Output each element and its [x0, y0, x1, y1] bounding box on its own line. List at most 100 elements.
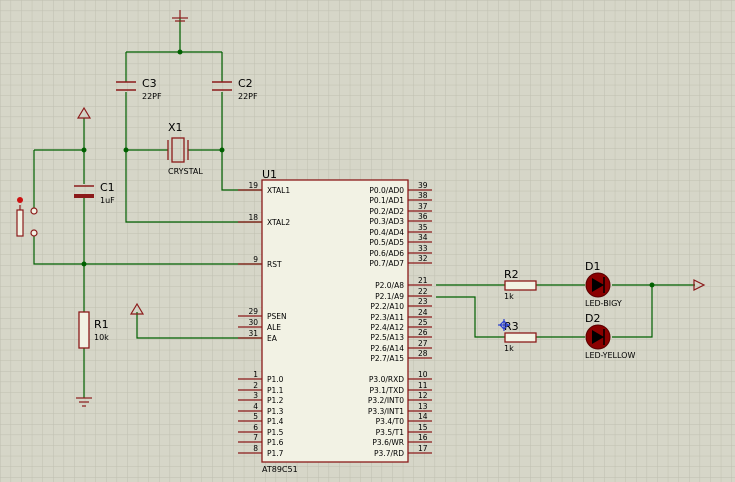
led-d1[interactable] [585, 272, 611, 298]
pin-number: 3 [253, 391, 258, 400]
ic-pin-p1-5[interactable]: 6P1.5 [238, 423, 284, 437]
capacitor-c3[interactable] [116, 81, 136, 91]
resistor-r3-value: 1k [504, 344, 514, 353]
resistor-r3-label: R3 [504, 320, 519, 333]
ground-icon [76, 397, 92, 407]
ic-pin-p1-7[interactable]: 8P1.7 [238, 444, 284, 458]
capacitor-c3-value: 22PF [142, 92, 162, 101]
button-indicator-icon [17, 197, 23, 203]
capacitor-c1[interactable] [74, 185, 94, 198]
ic-pin-p1-4[interactable]: 5P1.4 [238, 412, 284, 426]
ic-u1-body[interactable] [261, 179, 409, 463]
pin-name: P1.1 [267, 386, 284, 395]
pin-name: P3.0/RXD [369, 375, 404, 384]
pin-number: 29 [248, 307, 258, 316]
resistor-r2[interactable] [504, 280, 537, 291]
pin-number: 19 [248, 181, 258, 190]
pin-number: 5 [253, 412, 258, 421]
pin-number: 10 [418, 370, 428, 379]
pin-name: P2.7/A15 [370, 354, 404, 363]
led-d2[interactable] [585, 324, 611, 350]
capacitor-c2[interactable] [212, 81, 232, 91]
pin-number: 30 [248, 318, 258, 327]
vcc-power-icon [129, 302, 145, 315]
pin-number: 18 [248, 213, 258, 222]
capacitor-c2-label: C2 [238, 77, 253, 90]
pin-name: XTAL1 [267, 186, 290, 195]
capacitor-c3-label: C3 [142, 77, 157, 90]
pin-name: P0.2/AD2 [369, 207, 404, 216]
led-d2-label: D2 [585, 312, 600, 325]
ic-pin-p1-1[interactable]: 2P1.1 [238, 381, 284, 395]
capacitor-c2-value: 22PF [238, 92, 258, 101]
pin-number: 6 [253, 423, 258, 432]
pin-name: P3.6/WR [372, 438, 404, 447]
resistor-r3[interactable] [504, 332, 537, 343]
pin-name: P2.0/A8 [375, 281, 404, 290]
ic-pin-p1-6[interactable]: 7P1.6 [238, 433, 284, 447]
wires [33, 18, 695, 398]
capacitor-c1-value: 1uF [100, 196, 115, 205]
resistor-r1[interactable] [78, 311, 90, 349]
pin-number: 15 [418, 423, 428, 432]
pin-number: 2 [253, 381, 258, 390]
pin-name: P0.7/AD7 [369, 259, 404, 268]
reset-button[interactable] [16, 205, 38, 237]
crystal-x1[interactable] [167, 137, 189, 163]
ic-pin-p1-2[interactable]: 3P1.2 [238, 391, 284, 405]
pin-name: P3.7/RD [374, 449, 404, 458]
pin-number: 39 [418, 181, 428, 190]
pin-name: P0.4/AD4 [369, 228, 404, 237]
pin-number: 17 [418, 444, 428, 453]
pin-name: PSEN [267, 312, 287, 321]
pin-number: 9 [253, 255, 258, 264]
pin-name: P0.3/AD3 [369, 217, 404, 226]
pin-name: P2.5/A13 [370, 333, 404, 342]
led-d1-value: LED-BIGY [585, 299, 622, 308]
pin-name: P3.3/INT1 [368, 407, 404, 416]
resistor-r2-label: R2 [504, 268, 519, 281]
pin-number: 24 [418, 308, 428, 317]
ic-pin-p1-0[interactable]: 1P1.0 [238, 370, 284, 384]
pin-name: P3.4/T0 [376, 417, 405, 426]
pin-name: P0.5/AD5 [369, 238, 404, 247]
resistor-r2-value: 1k [504, 292, 514, 301]
pin-name: P2.6/A14 [370, 344, 404, 353]
pin-number: 34 [418, 233, 428, 242]
pin-name: P1.5 [267, 428, 284, 437]
pin-name: P2.3/A11 [370, 313, 404, 322]
ic-pin-p1-3[interactable]: 4P1.3 [238, 402, 284, 416]
pin-number: 32 [418, 254, 428, 263]
